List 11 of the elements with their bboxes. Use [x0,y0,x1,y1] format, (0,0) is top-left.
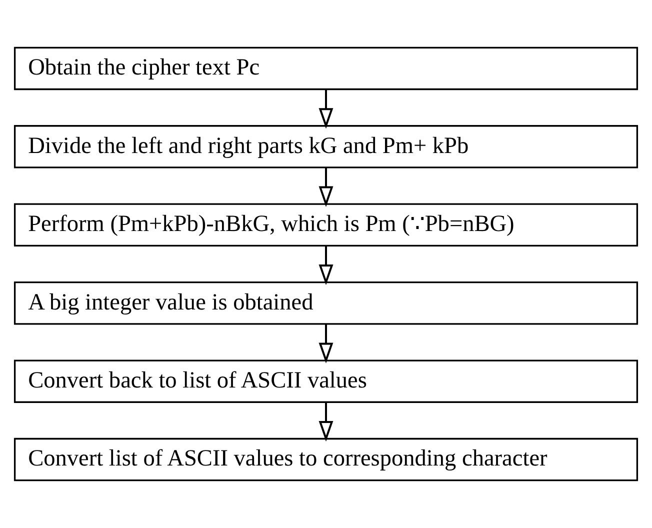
arrow [318,402,334,442]
node-box: A big integer value is obtained [14,281,638,325]
node-box: Obtain the cipher text Pc [14,46,638,90]
node-box: Convert list of ASCII values to corresponding character [14,438,638,482]
node-box: Perform (Pm+kPb)-nBkG, which is Pm (∵Pb=nBG) [14,203,638,247]
arrow [318,168,334,207]
arrow [318,324,334,364]
node-box: Convert back to list of ASCII values [14,360,638,403]
arrow [318,90,334,129]
arrow [318,246,334,286]
node-box: Divide the left and right parts kG and Pm+ kPb [14,125,638,168]
